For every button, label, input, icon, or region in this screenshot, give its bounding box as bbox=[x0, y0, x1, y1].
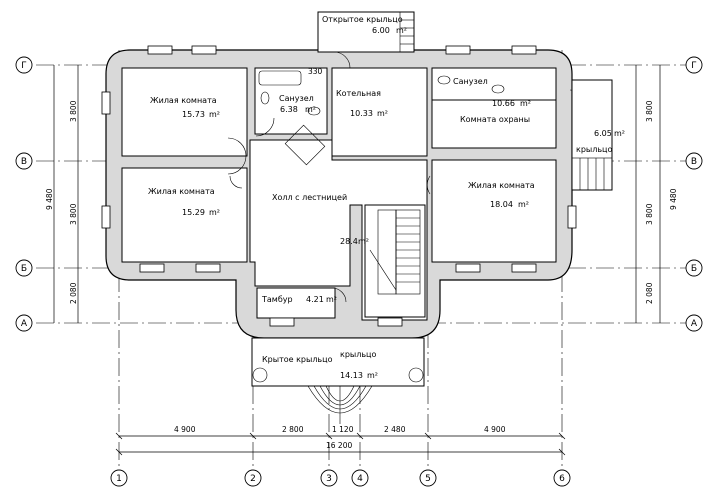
bathroom-1-area: 6.38 bbox=[280, 105, 298, 114]
guard-room-name: Комната охраны bbox=[460, 115, 530, 124]
axis-col-5: 5 bbox=[425, 474, 431, 484]
dim-bottom-2: 2 800 bbox=[282, 425, 304, 434]
sink-2-icon bbox=[491, 84, 505, 94]
boiler-unit-icon bbox=[284, 124, 326, 166]
porch-right-area: 6.05 bbox=[594, 129, 612, 138]
svg-text:m²: m² bbox=[377, 109, 388, 118]
bathroom-1-name: Санузел bbox=[279, 94, 314, 103]
fixture-dim-label: 330 bbox=[308, 67, 323, 76]
living-1-area: 15.73 bbox=[182, 110, 205, 119]
porch-top-name: Открытое крыльцо bbox=[322, 15, 403, 24]
bathroom-2-area: 10.66 bbox=[492, 99, 515, 108]
porch-front-name: Крытое крыльцо bbox=[262, 355, 333, 364]
porch-top-area: 6.00 bbox=[372, 26, 390, 35]
room-vestibule bbox=[256, 287, 336, 319]
living-1-name: Жилая комната bbox=[150, 96, 217, 105]
room-guard bbox=[431, 99, 557, 149]
axis-row-G-right: Г bbox=[691, 61, 697, 71]
dim-left-1: 3 800 bbox=[69, 100, 78, 122]
axis-row-V-left: В bbox=[21, 157, 27, 167]
bathtub-icon bbox=[258, 70, 302, 86]
svg-text:m²: m² bbox=[367, 371, 378, 380]
dim-bottom-1: 4 900 bbox=[174, 425, 196, 434]
axis-row-V-right: В bbox=[691, 157, 697, 167]
stair-well bbox=[364, 204, 426, 318]
porch-front-area: 14.13 bbox=[340, 371, 363, 380]
room-labels: Жилая комната 15.73 Жилая комната 15.29 … bbox=[148, 15, 613, 380]
axis-col-4: 4 bbox=[357, 474, 363, 484]
sink-icon bbox=[307, 106, 321, 116]
svg-text:m²: m² bbox=[305, 105, 316, 114]
toilet-icon bbox=[260, 91, 270, 105]
dim-bottom-4: 2 480 bbox=[384, 425, 406, 434]
dimension-lines bbox=[53, 65, 661, 456]
porch-front bbox=[251, 337, 425, 424]
svg-text:m²: m² bbox=[518, 200, 529, 209]
boiler-name: Котельная bbox=[336, 89, 381, 98]
porch-right-name: крыльцо bbox=[576, 145, 613, 154]
axis-col-6: 6 bbox=[559, 474, 565, 484]
axis-col-3: 3 bbox=[326, 474, 332, 484]
axis-row-G-left: Г bbox=[21, 61, 27, 71]
fixtures bbox=[258, 70, 505, 166]
dim-left-total: 9 480 bbox=[45, 188, 54, 210]
room-living-1 bbox=[121, 67, 248, 157]
bathroom-2-name: Санузел bbox=[453, 77, 488, 86]
svg-text:m²: m² bbox=[358, 237, 369, 246]
svg-text:m²: m² bbox=[614, 129, 625, 138]
axis-row-B-right: Б bbox=[691, 264, 697, 274]
windows bbox=[101, 45, 577, 327]
living-3-name: Жилая комната bbox=[468, 181, 535, 190]
dim-left-2: 3 800 bbox=[69, 203, 78, 225]
svg-text:m²: m² bbox=[520, 99, 531, 108]
dim-bottom-5: 4 900 bbox=[484, 425, 506, 434]
axis-row-B-left: Б bbox=[21, 264, 27, 274]
room-bathroom-1 bbox=[254, 67, 328, 135]
axis-col-2: 2 bbox=[250, 474, 256, 484]
dim-right-1: 3 800 bbox=[645, 100, 654, 122]
toilet-2-icon bbox=[437, 75, 451, 85]
porch-top bbox=[317, 11, 415, 53]
room-living-2 bbox=[121, 167, 248, 263]
living-2-name: Жилая комната bbox=[148, 187, 215, 196]
rooms bbox=[121, 67, 557, 321]
axis-row-A-right: А bbox=[691, 319, 698, 329]
dim-bottom-3: 1 120 bbox=[332, 425, 354, 434]
svg-text:m²: m² bbox=[209, 208, 220, 217]
dim-bottom-total: 16 200 bbox=[326, 441, 352, 450]
axis-bubbles: Г В Б А Г В Б А 1 2 3 4 5 6 bbox=[15, 56, 703, 487]
boiler-area: 10.33 bbox=[350, 109, 373, 118]
dimension-labels: 4 900 2 800 1 120 2 480 4 900 16 200 3 8… bbox=[45, 100, 678, 450]
vestibule-name: Тамбур bbox=[261, 295, 293, 304]
svg-text:m²: m² bbox=[326, 295, 337, 304]
axis-col-1: 1 bbox=[116, 474, 122, 484]
dim-right-2: 3 800 bbox=[645, 203, 654, 225]
porch-front-cut-label: крыльцо bbox=[340, 350, 377, 359]
area-units: m² m² m² m² m² m² m² m² m² m² m² bbox=[209, 26, 625, 380]
room-living-3 bbox=[431, 159, 557, 263]
living-2-area: 15.29 bbox=[182, 208, 205, 217]
dim-right-total: 9 480 bbox=[669, 188, 678, 210]
living-3-area: 18.04 bbox=[490, 200, 513, 209]
stairs bbox=[369, 209, 421, 295]
porch-right bbox=[571, 79, 613, 191]
dim-right-3: 2 080 bbox=[645, 282, 654, 304]
hall-name: Холл с лестницей bbox=[272, 193, 347, 202]
svg-text:m²: m² bbox=[209, 110, 220, 119]
hall-area: 28.4 bbox=[340, 237, 358, 246]
dim-left-3: 2 080 bbox=[69, 282, 78, 304]
svg-text:m²: m² bbox=[396, 26, 407, 35]
room-boiler bbox=[331, 67, 428, 157]
vestibule-area: 4.21 bbox=[306, 295, 324, 304]
axis-row-A-left: А bbox=[21, 319, 28, 329]
